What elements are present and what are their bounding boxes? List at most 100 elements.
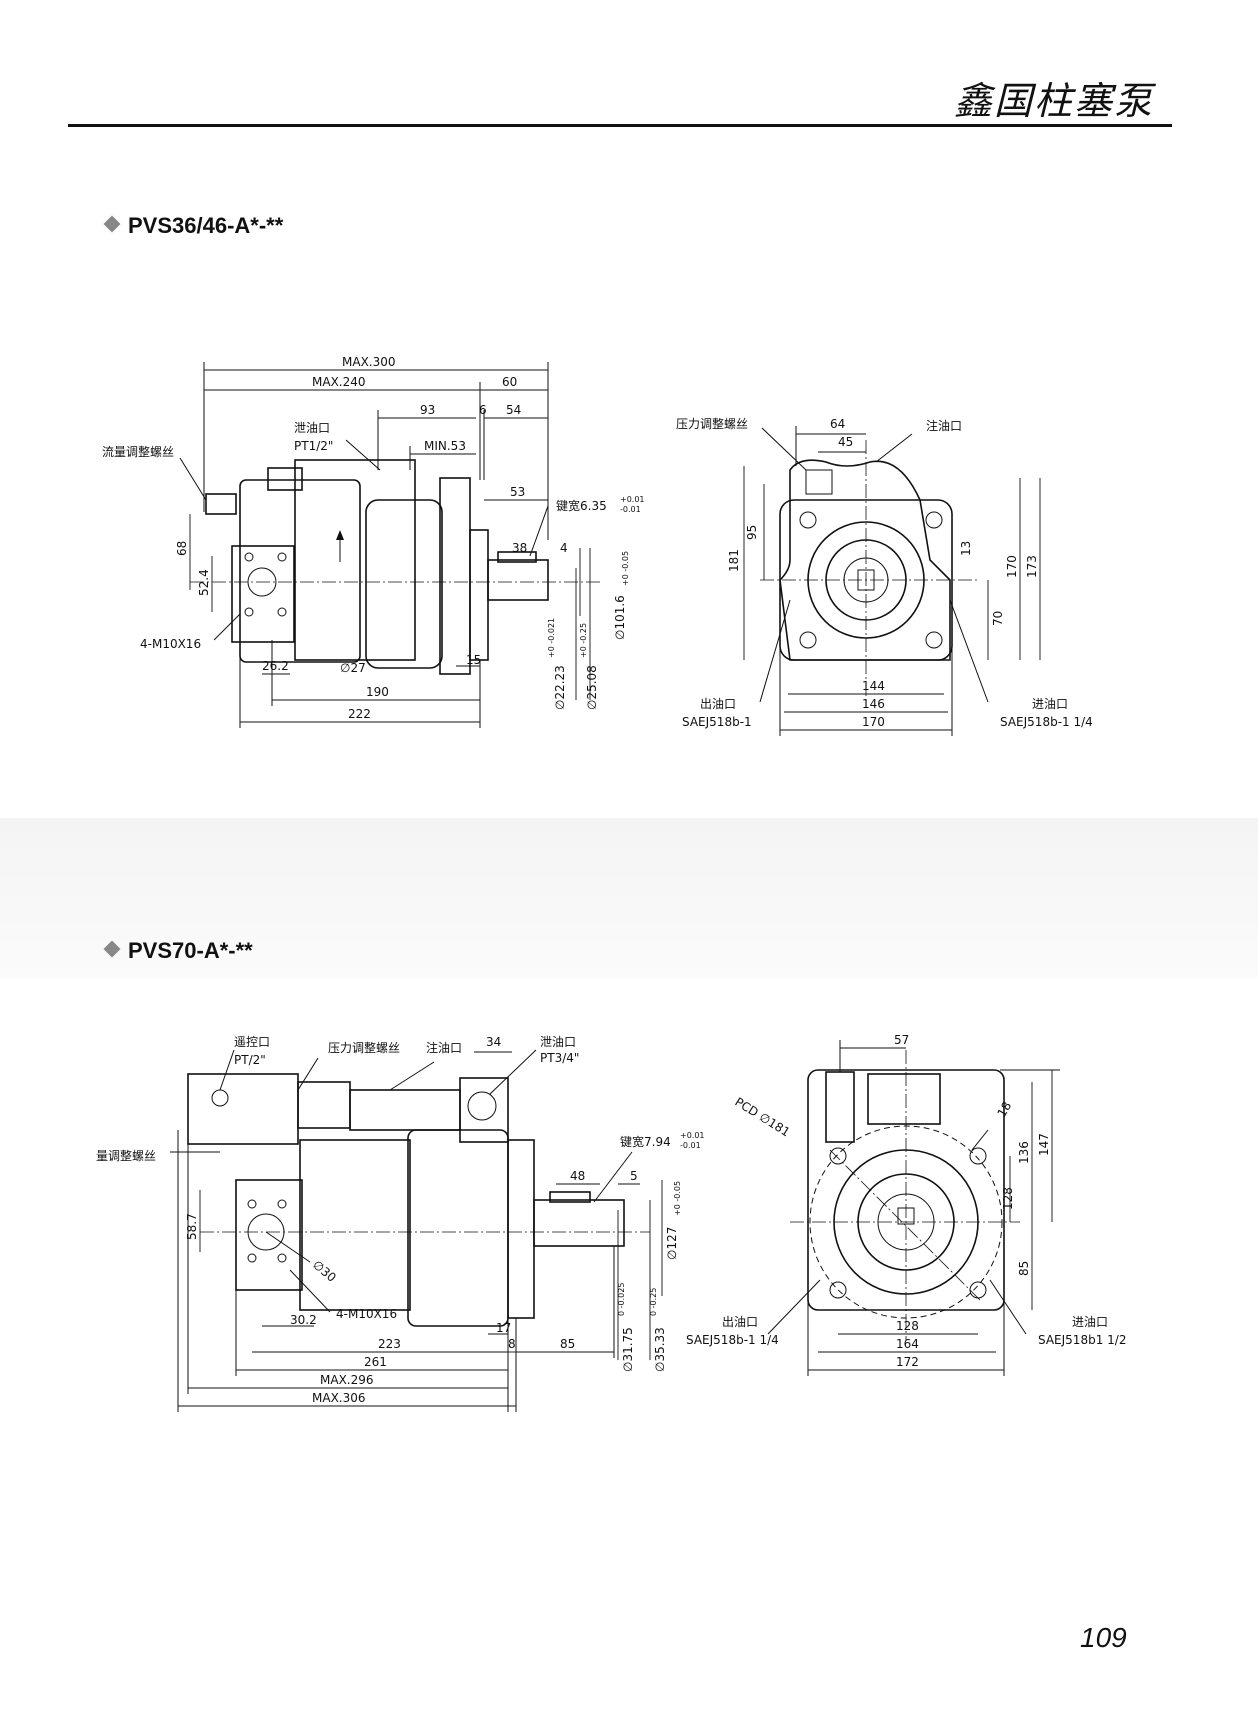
dim-223: 223 [378,1337,401,1351]
label-press-screw-2: 压力调整螺丝 [328,1040,400,1055]
label-pcd: PCD ∅181 [732,1095,792,1140]
dim-57: 57 [894,1033,909,1047]
label-bolts: 4-M10X16 [140,637,201,651]
label-flow-screw-2: 量调整螺丝 [96,1148,156,1163]
pvs70-front-view [767,1040,1060,1376]
section-title-pvs36: PVS36/46-A*-** [103,213,284,239]
dim-85-vertical: 85 [1017,1261,1031,1276]
dim-26-2: 26.2 [262,659,289,673]
header-rule [68,124,1172,127]
label-remote-pt: PT/2" [234,1053,266,1067]
label-flow-screw: 流量调整螺丝 [102,444,174,459]
dim-dia127: ∅127 [665,1227,679,1260]
dim-max306: MAX.306 [312,1391,366,1405]
dim-max240: MAX.240 [312,375,366,389]
dim-147: 147 [1037,1133,1051,1156]
dim-17: 17 [496,1321,511,1335]
label-outlet: 出油口 [700,697,736,711]
dim-128-horizontal: 128 [896,1319,919,1333]
pvs70-side-view [170,1049,663,1412]
label-drain: 泄油口 [294,421,330,435]
dim-13: 13 [959,541,973,556]
dim-max296: MAX.296 [320,1373,374,1387]
dim-172: 172 [896,1355,919,1369]
pvs36-front-view [743,426,1041,736]
label-drain-2: 泄油口 [540,1035,576,1049]
dim-6: 6 [479,403,487,417]
dim-144: 144 [862,679,885,693]
dim-dia27: ∅27 [340,661,366,675]
scan-band [0,818,1258,978]
dim-222: 222 [348,707,371,721]
pvs36-side-labels: MAX.300 MAX.240 60 93 6 54 泄油口 PT1/2" MI… [102,355,645,721]
pvs36-side-view [179,362,600,728]
label-key: 键宽6.35 [556,498,607,513]
dim-164: 164 [896,1337,919,1351]
dim-93: 93 [420,403,435,417]
dim-45: 45 [838,435,853,449]
pvs36-front-labels: 压力调整螺丝 注油口 64 45 95 181 13 170 173 70 14… [676,416,1093,729]
dim-173: 173 [1025,555,1039,578]
label-inlet: 进油口 [1032,697,1068,711]
label-bolts-2: 4-M10X16 [336,1307,397,1321]
dim-85: 85 [560,1337,575,1351]
label-inlet-2: 进油口 [1072,1315,1108,1329]
dim-dia35: ∅35.33 [653,1327,667,1372]
label-outlet-2: 出油口 [722,1315,758,1329]
label-key-tol-dn: -0.01 [620,505,641,514]
dim-dia22: ∅22.23 [553,665,567,710]
dim-dia25-tol: +0 -0.25 [579,623,588,658]
page-header: 鑫国柱塞泵 [0,0,1258,130]
dim-146: 146 [862,697,885,711]
dim-dia22-tol: +0 -0.021 [547,618,556,658]
label-key-tol-dn-2: -0.01 [680,1141,701,1150]
dim-5: 5 [630,1169,638,1183]
dim-30-2: 30.2 [290,1313,317,1327]
label-inlet-std: SAEJ518b-1 1/4 [1000,715,1093,729]
dim-4: 4 [560,541,568,555]
dim-min53: MIN.53 [424,439,466,453]
label-key-tol-up-2: +0.01 [680,1131,705,1140]
dim-dia101: ∅101.6 [613,595,627,640]
dim-68: 68 [175,541,189,556]
dim-34: 34 [486,1035,501,1049]
dim-dia127-tol: +0 -0.05 [673,1181,682,1216]
dim-48: 48 [570,1169,585,1183]
label-key-2: 键宽7.94 [620,1134,671,1149]
dim-18: 18 [994,1099,1014,1119]
dim-60: 60 [502,375,517,389]
brand-title: 鑫国柱塞泵 [953,79,1154,123]
label-fill: 注油口 [926,418,962,433]
dim-54: 54 [506,403,521,417]
label-outlet-std-2: SAEJ518b-1 1/4 [686,1333,779,1347]
dim-dia31: ∅31.75 [621,1327,635,1372]
dim-190: 190 [366,685,389,699]
section-title-text: PVS70-A*-** [128,938,253,963]
dim-15: 15 [466,653,481,667]
dim-dia101-tol: +0 -0.05 [621,551,630,586]
dim-170-vertical: 170 [1005,555,1019,578]
section-title-text: PVS36/46-A*-** [128,213,284,238]
dim-70: 70 [991,611,1005,626]
dim-136: 136 [1017,1141,1031,1164]
dim-170-horizontal: 170 [862,715,885,729]
dim-181: 181 [727,549,741,572]
dim-max300: MAX.300 [342,355,396,369]
label-inlet-std-2: SAEJ518b1 1/2 [1038,1333,1126,1347]
dim-38: 38 [512,541,527,555]
page-number: 109 [1080,1622,1127,1653]
label-remote: 遥控口 [234,1035,270,1049]
dim-64: 64 [830,417,845,431]
dim-dia31-tol: 0 -0.025 [617,1283,626,1316]
label-fill-2: 注油口 [426,1040,462,1055]
dim-128-vertical: 128 [1001,1187,1015,1210]
section-title-pvs70: PVS70-A*-** [103,938,253,964]
dim-dia30: ∅30 [310,1258,339,1285]
dim-53: 53 [510,485,525,499]
dim-261: 261 [364,1355,387,1369]
dim-95: 95 [745,525,759,540]
dim-58-7: 58.7 [185,1213,199,1240]
dim-8: 8 [508,1337,516,1351]
label-key-tol-up: +0.01 [620,495,645,504]
